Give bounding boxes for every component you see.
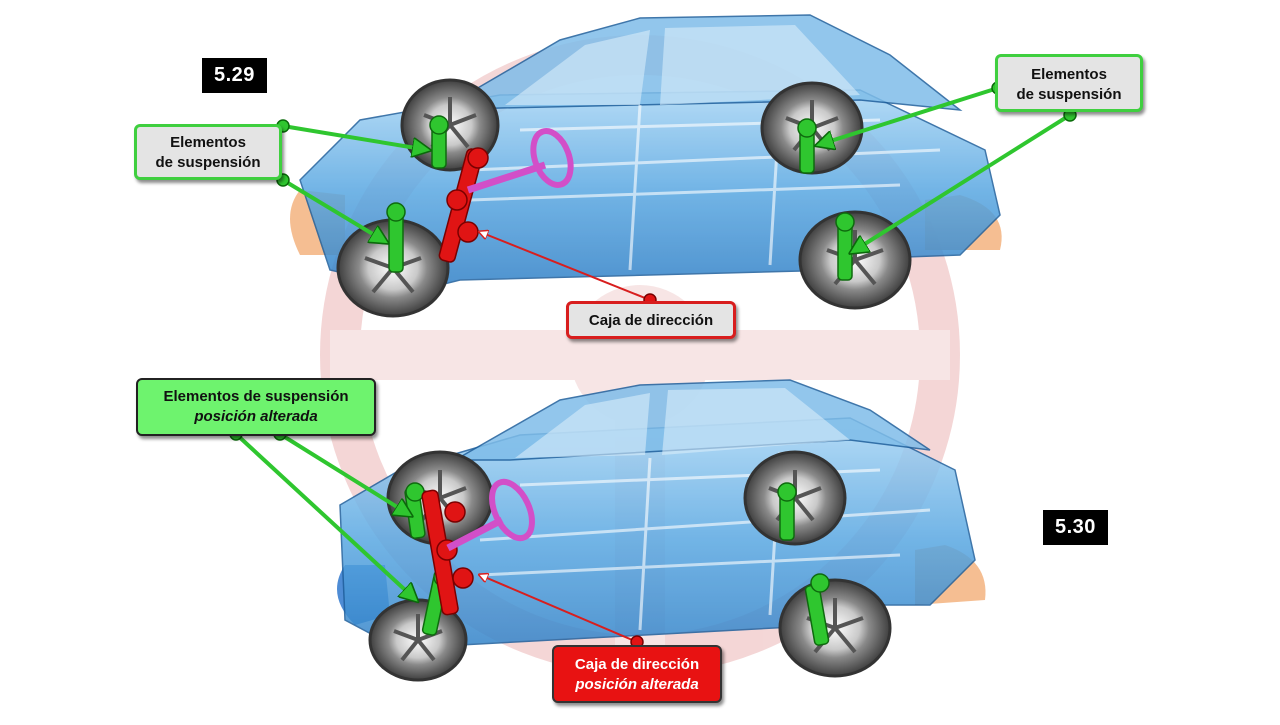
label-top-left-suspension-line2: de suspensión — [155, 154, 261, 171]
figure-number-bottom: 5.30 — [1043, 510, 1108, 545]
callout-top-left-suspension-1 — [281, 124, 428, 150]
top-car-steering-box — [438, 147, 489, 263]
label-top-right-suspension-line1: Elementos — [1031, 66, 1107, 83]
top-car-rear-lower-wheel — [798, 210, 912, 310]
bottom-car — [337, 379, 986, 682]
label-top-left-suspension: Elementos de suspensión — [134, 124, 282, 180]
top-car — [290, 14, 1002, 318]
top-car-window-front — [505, 30, 650, 105]
callout-bottom-suspension-2 — [234, 432, 416, 600]
label-bottom-steering-box-line2: posición alterada — [575, 676, 699, 693]
bottom-car-rear-upper-wheel — [743, 450, 847, 546]
label-bottom-steering-box-line1: Caja de dirección — [574, 656, 700, 673]
label-top-steering-box: Caja de dirección — [566, 301, 736, 339]
callout-top-right-suspension-1 — [818, 86, 1000, 145]
callout-top-left-suspension-2 — [281, 178, 386, 242]
top-car-structure-lines — [469, 99, 941, 271]
top-car-steering-wheel — [466, 128, 574, 194]
figure-number-top: 5.29 — [202, 58, 267, 93]
label-top-left-suspension-line1: Elementos — [170, 134, 246, 151]
callout-top-steering-box — [480, 232, 651, 301]
bottom-car-steering-box — [421, 489, 474, 616]
bottom-car-rear-lower-wheel — [778, 578, 892, 678]
bottom-car-window-rear — [662, 388, 850, 455]
bottom-car-window-front — [515, 393, 650, 458]
bottom-car-steering-wheel — [446, 478, 535, 552]
label-bottom-suspension-line1: Elementos de suspensión — [163, 388, 349, 405]
callout-bottom-suspension-1 — [278, 432, 410, 515]
callout-lines — [234, 86, 1072, 643]
label-bottom-suspension-line2: posición alterada — [194, 408, 318, 425]
label-top-right-suspension: Elementos de suspensión — [995, 54, 1143, 112]
label-bottom-suspension-altered: Elementos de suspensión posición alterad… — [136, 378, 376, 436]
label-top-right-suspension-line2: de suspensión — [1016, 86, 1122, 103]
callout-bottom-steering-box — [480, 575, 638, 643]
label-bottom-steering-box-altered: Caja de dirección posición alterada — [552, 645, 722, 703]
bottom-car-structure-lines — [479, 451, 931, 631]
callout-top-right-suspension-2 — [852, 113, 1072, 252]
